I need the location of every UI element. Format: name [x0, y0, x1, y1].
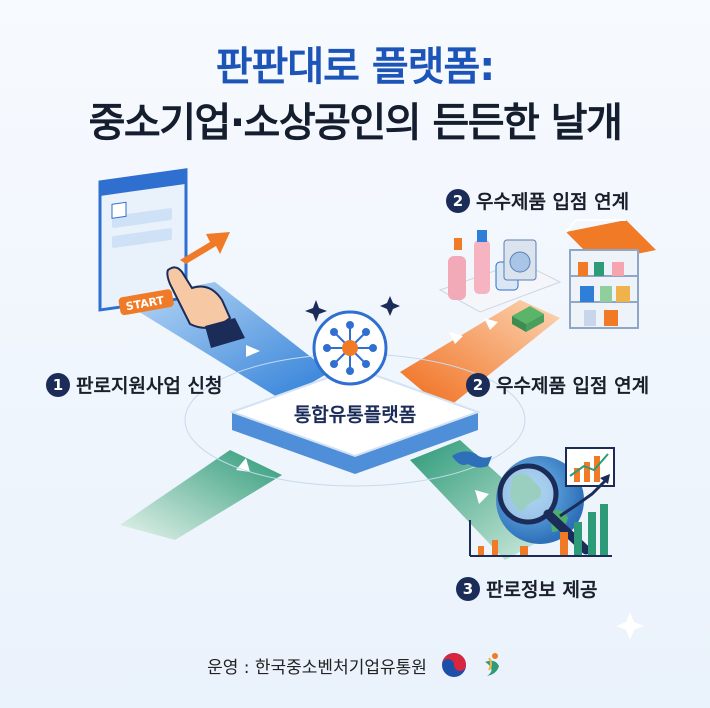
step-label: 우수제품 입점 연계 — [476, 191, 630, 213]
page-title-line-1: 판판대로 플랫폼: — [215, 44, 496, 90]
sparkle-icon — [616, 612, 644, 640]
arrow-chevron-icon — [484, 318, 498, 330]
step-2: 2 우수제품 입점 연계 — [466, 371, 649, 398]
store-shelf-icon — [565, 219, 656, 329]
taegeuk-logo-icon — [441, 653, 466, 677]
world-map-icon — [452, 451, 492, 468]
step-3: 3 판로정보 제공 — [456, 575, 598, 602]
step-2-top: 2 우수제품 입점 연계 — [446, 187, 629, 214]
arrow-chevron-icon — [246, 345, 260, 357]
line-chart-card-icon — [565, 447, 615, 487]
orange-arrow-icon — [180, 232, 230, 264]
road-green-left — [120, 450, 282, 540]
agency-logo-icon — [484, 653, 499, 676]
hub-platform — [229, 366, 481, 458]
step-number-badge: 3 — [456, 576, 480, 601]
products-display-icon — [438, 230, 562, 332]
step-number-badge: 2 — [466, 372, 490, 397]
step-label: 우수제품 입점 연계 — [496, 375, 650, 397]
network-hub-icon — [312, 310, 388, 386]
pointing-hand-icon — [166, 266, 245, 348]
page-title-line-2: 중소기업·소상공인의 든든한 날개 — [88, 100, 623, 146]
sparkle-icon — [380, 296, 400, 316]
footer: 운영 : 한국중소벤처기업유통원 — [0, 652, 710, 678]
start-button — [118, 289, 174, 316]
browser-window-icon — [98, 168, 188, 312]
hub-label: 통합유통플랫폼 — [293, 404, 417, 426]
step-label: 판로지원사업 신청 — [76, 375, 223, 397]
step-1: 1 판로지원사업 신청 — [46, 371, 222, 398]
step-label: 판로정보 제공 — [486, 579, 598, 601]
step-number-badge: 1 — [46, 372, 70, 397]
sparkle-icon — [305, 300, 327, 322]
arrow-chevron-icon — [449, 332, 463, 344]
step-number-badge: 2 — [446, 188, 470, 213]
arrow-chevron-icon — [475, 490, 489, 504]
operator-text: 운영 : 한국중소벤처기업유통원 — [207, 657, 427, 678]
bar-chart-icon — [469, 474, 612, 557]
